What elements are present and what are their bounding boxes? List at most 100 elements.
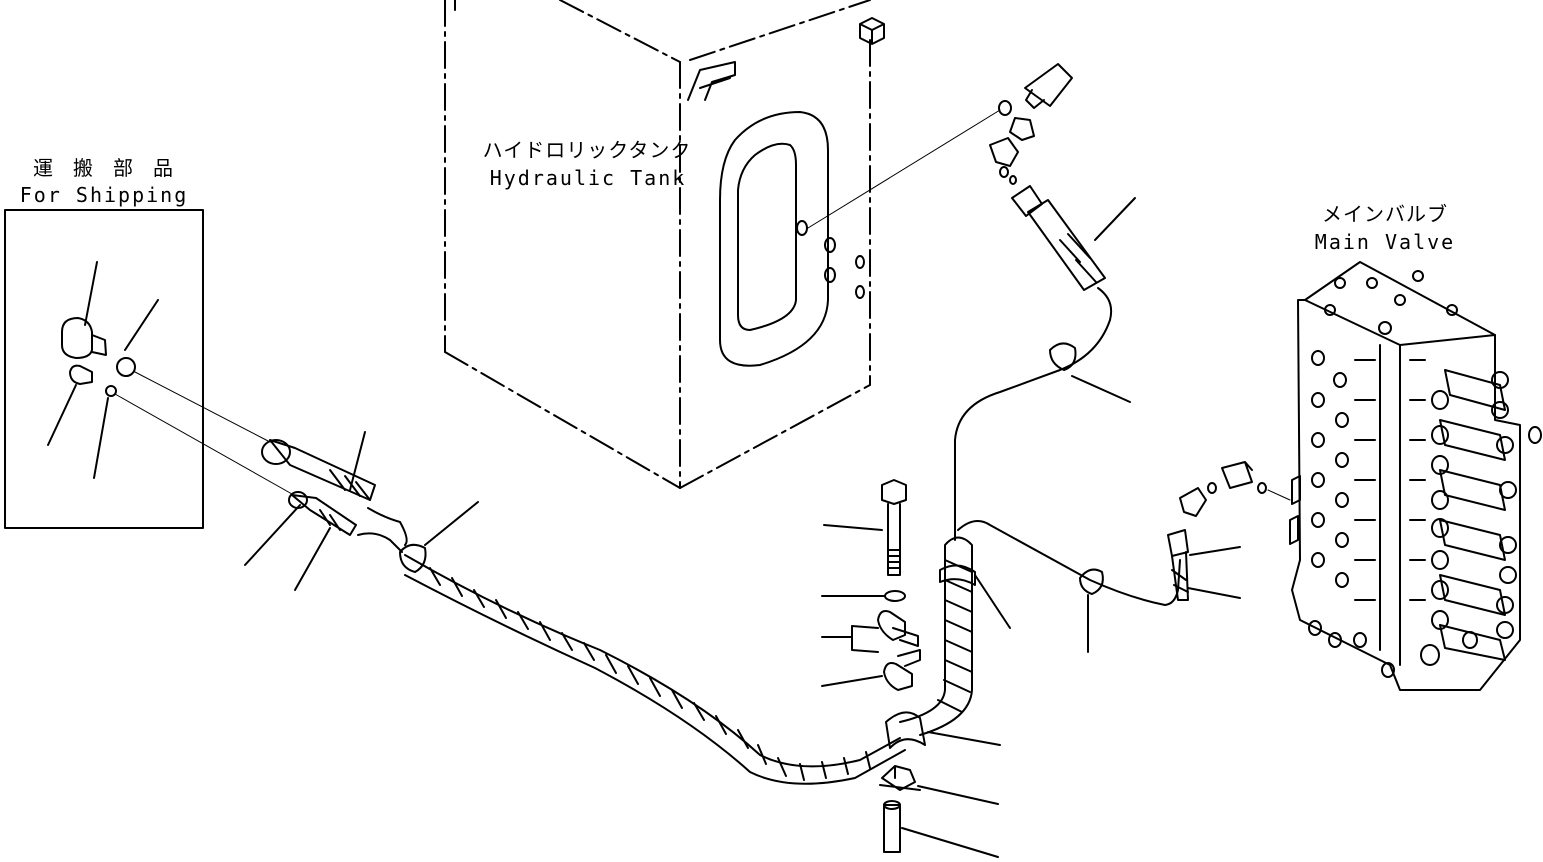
- valve-port: [1333, 372, 1347, 388]
- valve-bolt: [1366, 277, 1378, 289]
- valve-port: [1335, 452, 1349, 468]
- valve-label-en: Main Valve: [1314, 230, 1456, 254]
- valve-port: [1335, 492, 1349, 508]
- tank-label-en: Hydraulic Tank: [489, 166, 687, 190]
- valve-port: [1381, 662, 1395, 678]
- tank-port: [855, 255, 865, 269]
- leader-line: [917, 785, 999, 805]
- tank-top-right-edge: [689, 0, 871, 61]
- clip: [1049, 342, 1077, 371]
- band-clamp: [885, 711, 926, 749]
- leader-line: [93, 397, 109, 479]
- leader-line: [124, 299, 159, 351]
- o-ring-small: [105, 385, 117, 397]
- washer: [884, 590, 906, 602]
- leader-line: [349, 431, 366, 491]
- tank-bottom-edge: [444, 351, 681, 489]
- hydraulic-tank: [444, 0, 885, 489]
- leader-line: [974, 574, 1011, 629]
- valve-port: [1308, 620, 1322, 636]
- leader-line: [244, 504, 301, 566]
- valve-port: [1420, 644, 1440, 666]
- leader-line: [1189, 546, 1241, 556]
- o-ring: [1257, 482, 1267, 494]
- valve-port: [1311, 350, 1325, 366]
- o-ring: [999, 166, 1009, 178]
- valve-port: [1431, 580, 1449, 600]
- hose-hatch: [329, 469, 371, 501]
- hose-hatch: [1171, 569, 1189, 593]
- hose-sleeve-hatch: [1059, 233, 1097, 283]
- straight-adapter: [1221, 461, 1253, 489]
- tank-bracket: [687, 61, 736, 101]
- hose-line: [367, 507, 408, 546]
- valve-bolt: [1446, 304, 1458, 316]
- hose-end-large-cap: [261, 439, 291, 465]
- tank-window-inner: [737, 142, 797, 331]
- valve-port: [1499, 536, 1517, 554]
- valve-port: [1431, 610, 1449, 630]
- valve-port: [1311, 432, 1325, 448]
- tank-fittings: [807, 63, 1136, 291]
- shipping-label-jp: 運 搬 部 品: [32, 156, 178, 180]
- valve-port: [1491, 401, 1509, 419]
- hose-end: [1027, 199, 1106, 291]
- valve-port: [1431, 550, 1449, 570]
- o-ring: [1207, 482, 1217, 494]
- valve-port: [1496, 596, 1514, 614]
- hose-hatch: [319, 509, 341, 531]
- valve-bolt: [1324, 304, 1336, 316]
- hose-line: [957, 520, 1181, 606]
- valve-port: [1311, 512, 1325, 528]
- clamp-left: [399, 543, 427, 573]
- valve-center-detail: [1409, 359, 1426, 601]
- spool-caps: [1439, 369, 1506, 661]
- valve-port: [1528, 426, 1542, 444]
- valve-port: [1499, 481, 1517, 499]
- mount-bracket: [879, 765, 921, 791]
- clip: [1079, 568, 1104, 595]
- tank-port: [824, 267, 836, 283]
- leader-line: [114, 393, 293, 495]
- o-ring: [1009, 175, 1017, 185]
- tank-port: [796, 220, 808, 236]
- leader-line-tank: [807, 109, 1001, 229]
- leader-line: [1187, 587, 1241, 599]
- valve-port: [1431, 390, 1449, 410]
- valve-port: [1431, 490, 1449, 510]
- valve-body-outline: [1291, 261, 1521, 691]
- leader-line: [901, 827, 999, 858]
- valve-port: [1311, 552, 1325, 568]
- leader-line: [1267, 489, 1291, 501]
- elbow-fitting: [1024, 63, 1073, 109]
- leader-line: [47, 384, 77, 446]
- shipping-parts-box: [4, 209, 293, 529]
- valve-bolt: [1412, 270, 1424, 282]
- bolt-clamp-stack: [821, 479, 999, 858]
- tank-label-jp: ハイドロリックタンク: [482, 138, 692, 162]
- o-ring: [998, 100, 1012, 116]
- leader-line: [134, 371, 271, 443]
- shipping-label-en: For Shipping: [19, 183, 189, 207]
- leader-line: [424, 501, 479, 546]
- hose-line: [357, 532, 403, 553]
- tank-cap: [859, 17, 885, 45]
- leader-line: [84, 261, 98, 326]
- tank-port: [824, 237, 836, 253]
- plug-small: [69, 364, 93, 385]
- bolt: [881, 479, 907, 576]
- tank-port: [855, 285, 865, 299]
- valve-port: [1311, 392, 1325, 408]
- hose-end-small: [291, 494, 357, 536]
- leader-line: [823, 524, 883, 531]
- valve-port: [1335, 532, 1349, 548]
- hose-route: [357, 287, 1181, 785]
- clamp-half: [877, 610, 919, 647]
- leader-line: [1094, 197, 1136, 241]
- valve-port: [1335, 572, 1349, 588]
- valve-port: [1311, 472, 1325, 488]
- valve-side-bosses: [1289, 475, 1301, 545]
- valve-port: [1496, 621, 1514, 639]
- valve-port: [1491, 371, 1509, 389]
